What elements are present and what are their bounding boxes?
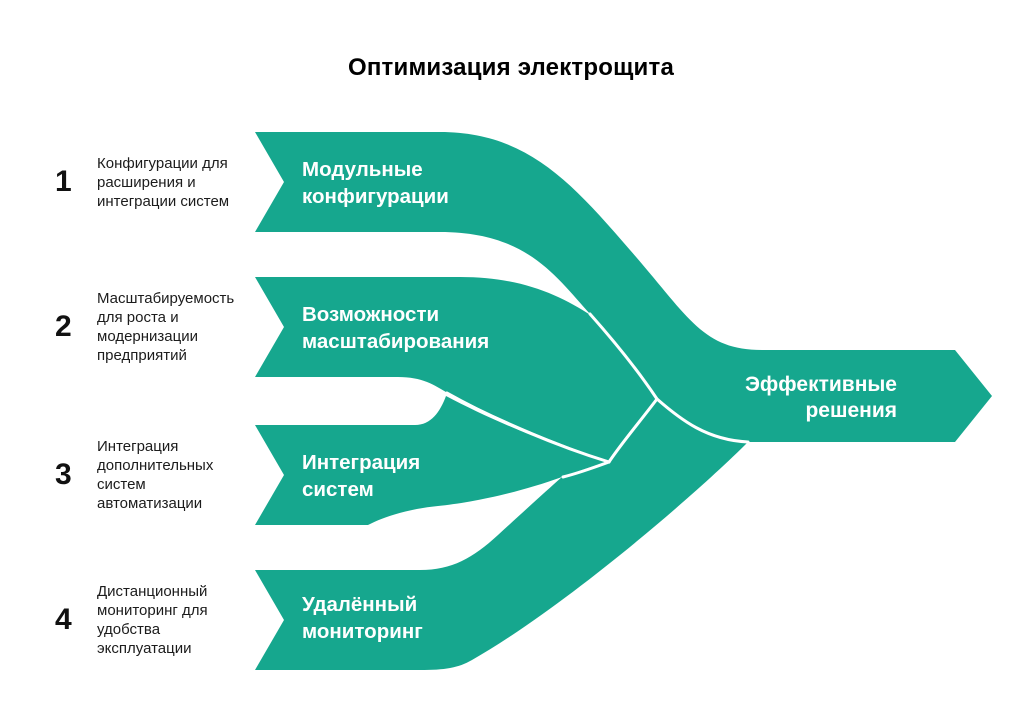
- step-number-4: 4: [55, 603, 72, 636]
- ribbon-band-2: [255, 277, 656, 461]
- band-label-3: Интеграция систем: [302, 451, 421, 501]
- step-description-2: Масштабируемость для роста и модернизаци…: [97, 290, 235, 364]
- band-label-2: Возможности масштабирования: [302, 303, 490, 353]
- result-arrow-label: Эффективные решения: [744, 373, 897, 422]
- separator-band3-band4: [561, 460, 611, 479]
- step-number-3: 3: [55, 458, 72, 491]
- step-description-4: Дистанционный мониторинг для удобства эк…: [97, 583, 208, 657]
- ribbon-band-4: [255, 398, 748, 670]
- step-number-2: 2: [55, 310, 72, 343]
- step-description-3: Интеграция дополнительных систем автомат…: [97, 438, 214, 512]
- band-label-1: Модульные конфигурации: [302, 158, 449, 208]
- separator-band4-bar: [655, 397, 750, 444]
- step-number-1: 1: [55, 165, 72, 198]
- band-label-4: Удалённый мониторинг: [302, 593, 423, 643]
- ribbon-separator-lines: [445, 312, 750, 479]
- separator-band2-band3: [445, 391, 611, 464]
- diagram-title: Оптимизация электрощита: [347, 54, 675, 81]
- separator-band2-band4: [607, 397, 659, 464]
- step-description-1: Конфигурации для расширения и интеграции…: [97, 155, 230, 210]
- ribbon-band-3: [255, 396, 608, 525]
- separator-band1-band2: [588, 312, 659, 401]
- ribbon-band-1-and-result-arrow: [255, 132, 992, 442]
